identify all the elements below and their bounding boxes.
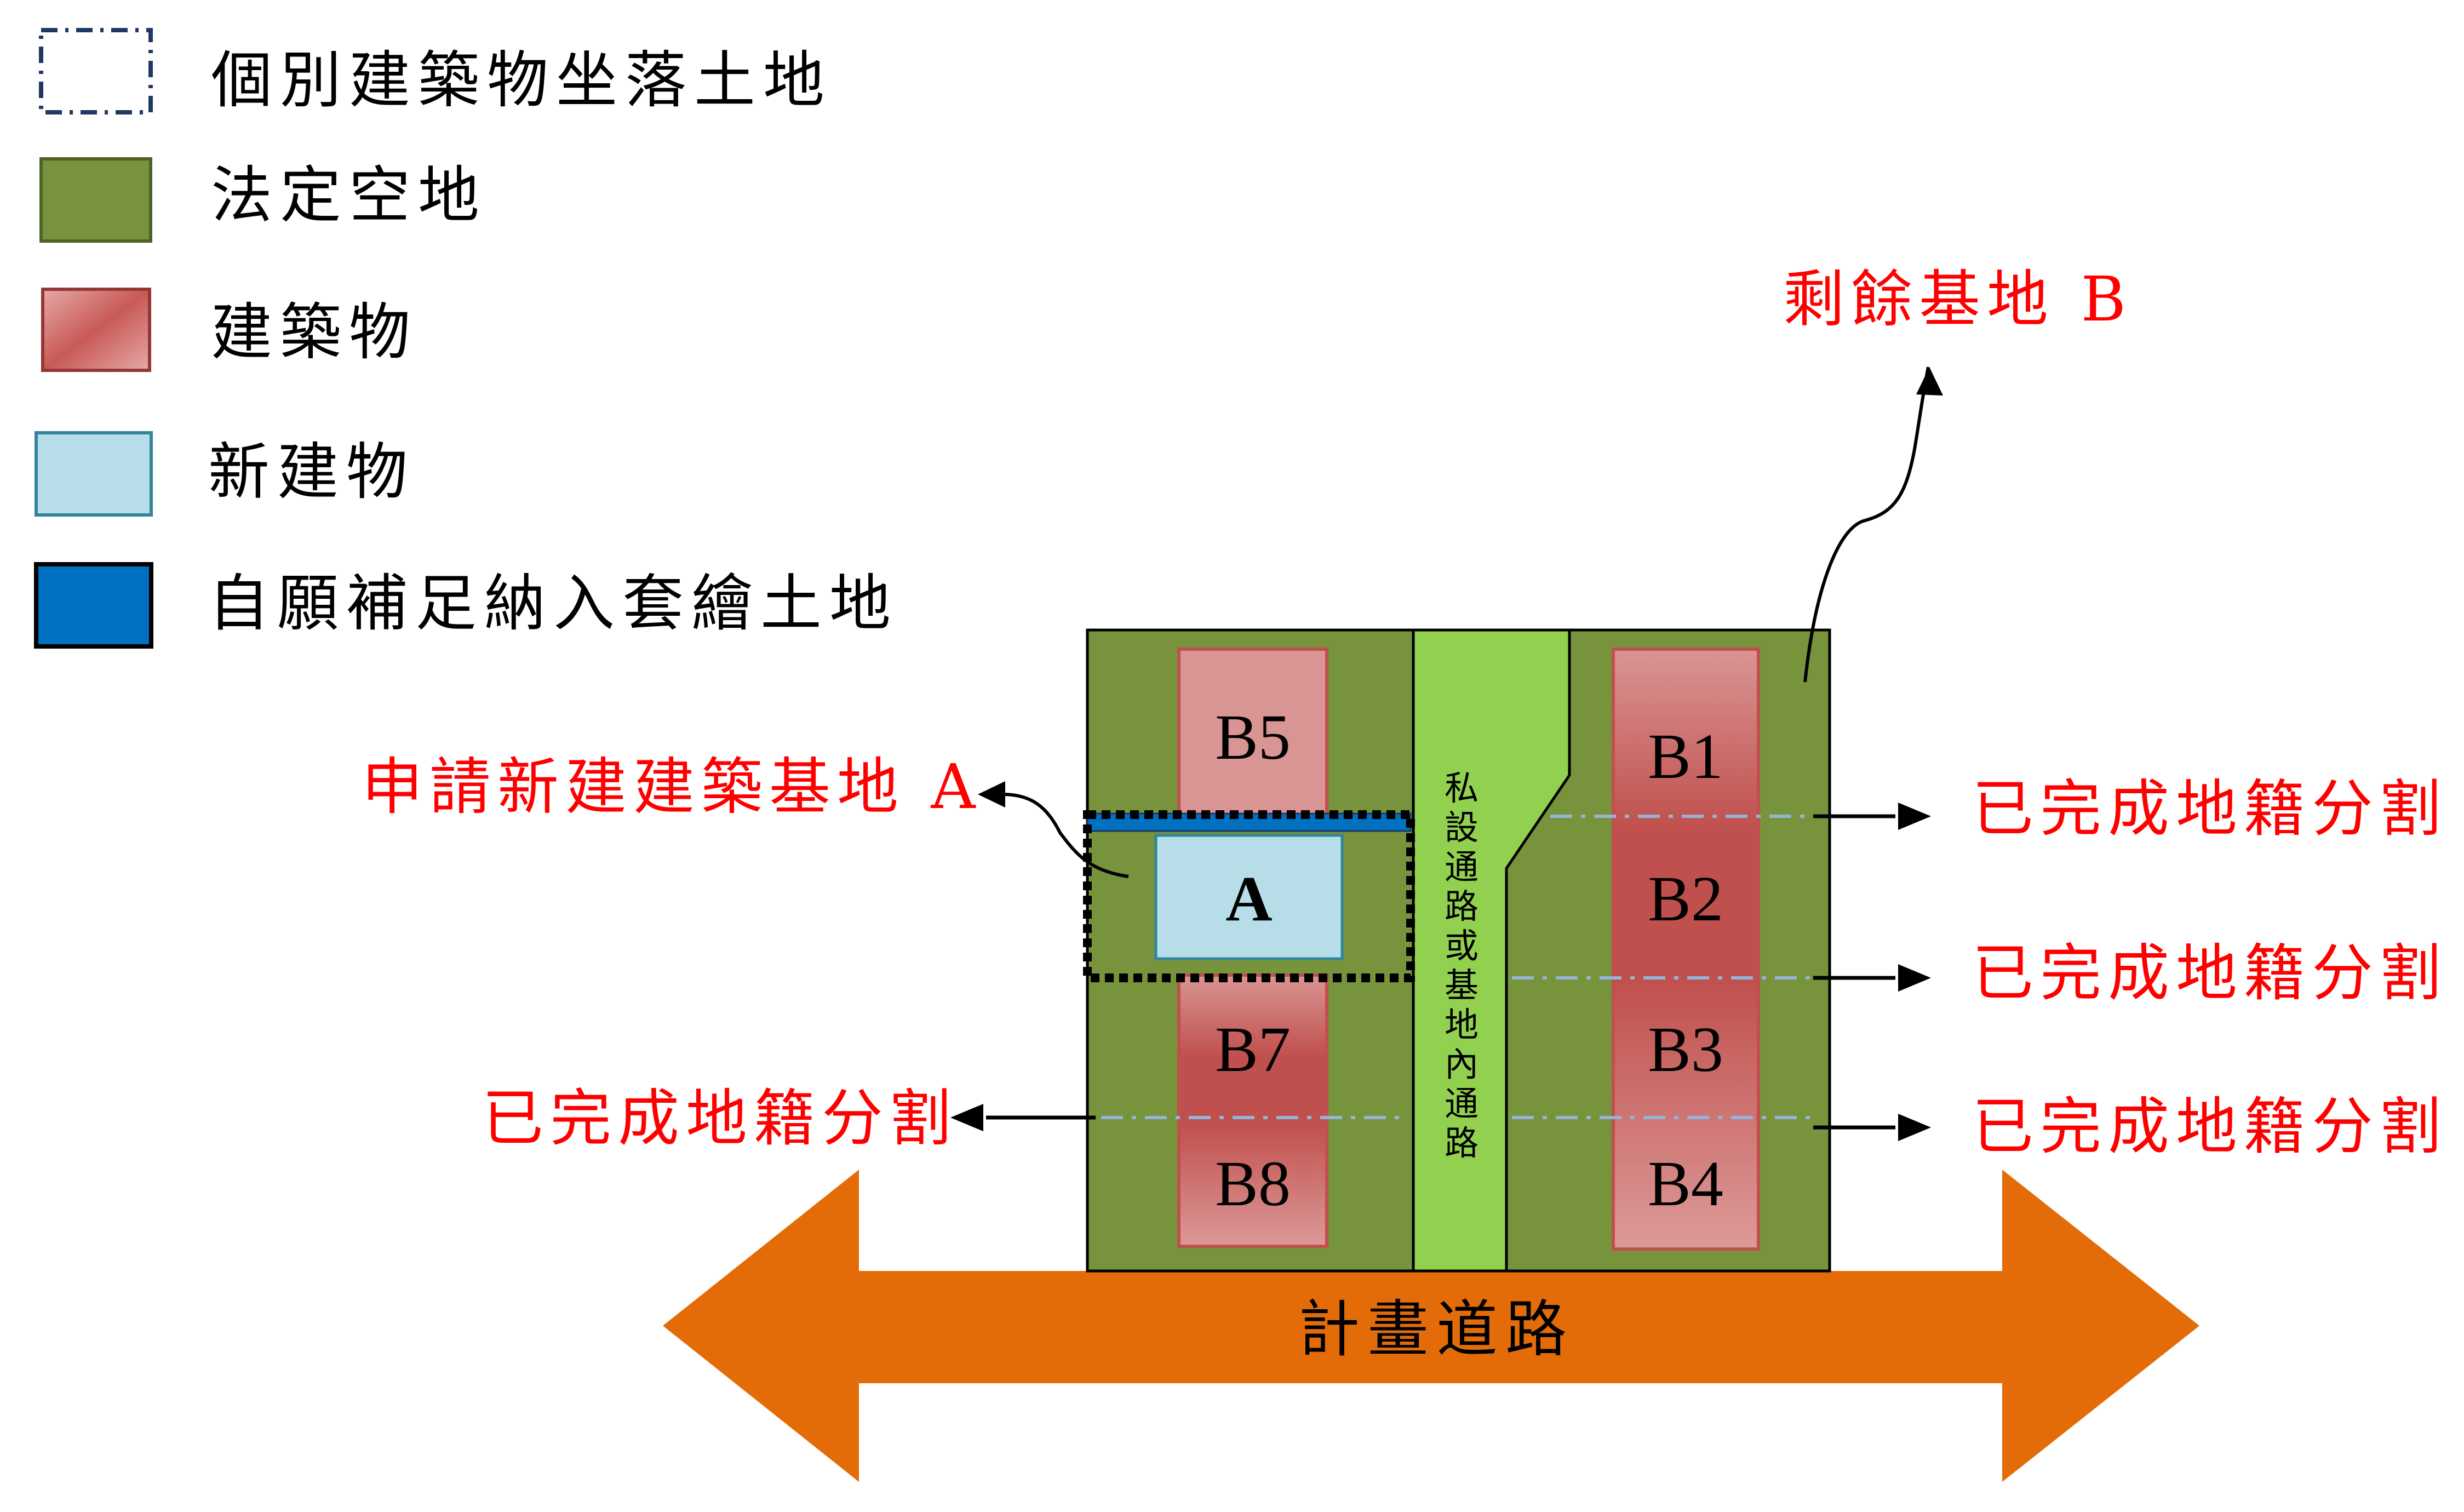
red-labels: 剩餘基地 B 申請新建建築基地 A 已完成地籍分割 已完成地籍分割 已完成地籍分… — [362, 264, 2448, 1162]
application-base-arrow — [1002, 793, 1129, 878]
remaining-base-label: 剩餘基地 B — [1783, 264, 2133, 335]
legend-swatch-lot-boundary — [39, 28, 153, 114]
subdivision-label-right-2: 已完成地籍分割 — [1972, 938, 2448, 1009]
building-b1-b4 — [1612, 648, 1760, 1251]
planned-road-label: 計畫道路 — [1298, 1294, 1574, 1365]
annotation-arrows — [950, 366, 1943, 1141]
legend-label-voluntary-land: 自願補足納入套繪土地 — [208, 568, 898, 639]
legend-swatch-open-space — [39, 157, 152, 243]
private-road-char: 路 — [1445, 886, 1479, 926]
legend-swatch-new-building — [35, 431, 153, 517]
private-road-char: 設 — [1445, 807, 1479, 847]
legend-swatch-building — [41, 288, 151, 372]
private-road-char: 通 — [1445, 847, 1479, 887]
building-b3-label: B3 — [1648, 1013, 1723, 1085]
planned-road-arrow — [663, 1170, 2199, 1482]
subdivision-arrowhead-2 — [1898, 964, 1931, 992]
new-building-a — [1154, 834, 1344, 960]
subdivision-label-right-1: 已完成地籍分割 — [1972, 774, 2448, 845]
building-b7-b8 — [1177, 973, 1328, 1248]
building-b2-label: B2 — [1648, 863, 1723, 935]
private-road-label: 私 設 通 路 或 基 地 內 通 路 — [1445, 768, 1479, 1163]
legend-label-lot-boundary: 個別建築物坐落土地 — [211, 45, 832, 116]
site: 私 設 通 路 或 基 地 內 通 路 B5 B7 B8 A B1 B2 B3 … — [1083, 628, 1831, 1273]
private-road — [1412, 628, 1571, 1273]
building-b5 — [1177, 648, 1328, 823]
subdivision-arrowhead-3 — [950, 1104, 983, 1131]
remaining-base-arrowhead — [1916, 367, 1943, 396]
subdivision-arrowhead-4 — [1898, 1114, 1931, 1141]
application-base-label: 申請新建建築基地 A — [362, 752, 982, 823]
legend-label-open-space: 法定空地 — [211, 160, 487, 231]
private-road-char: 內 — [1445, 1044, 1479, 1084]
legend-label-new-building: 新建物 — [208, 437, 415, 508]
planned-road: 計畫道路 — [663, 1170, 2199, 1482]
building-b7-label: B7 — [1215, 1013, 1291, 1085]
private-road-char: 地 — [1445, 1005, 1479, 1045]
remaining-base-arrow — [1803, 366, 1930, 683]
legend-label-building: 建築物 — [211, 297, 418, 368]
building-b1-label: B1 — [1648, 720, 1723, 792]
building-b8-label: B8 — [1215, 1148, 1291, 1219]
new-building-a-label: A — [1225, 863, 1272, 935]
private-road-char: 私 — [1445, 768, 1479, 808]
application-base-a-boundary — [1083, 810, 1415, 982]
building-b4-label: B4 — [1648, 1148, 1723, 1219]
private-road-char: 路 — [1445, 1123, 1479, 1163]
subdivision-label-left: 已完成地籍分割 — [482, 1083, 958, 1154]
building-b5-label: B5 — [1215, 701, 1291, 773]
private-road-char: 或 — [1445, 926, 1479, 966]
legend-swatch-voluntary-land — [34, 562, 153, 649]
private-road-char: 基 — [1445, 965, 1479, 1005]
subdivision-arrowhead-1 — [1898, 803, 1931, 830]
subdivision-label-right-3: 已完成地籍分割 — [1972, 1091, 2448, 1162]
legend: 個別建築物坐落土地 法定空地 建築物 新建物 自願補足納入套繪土地 — [34, 28, 898, 649]
application-base-arrowhead — [978, 781, 1005, 807]
private-road-char: 通 — [1445, 1084, 1479, 1124]
